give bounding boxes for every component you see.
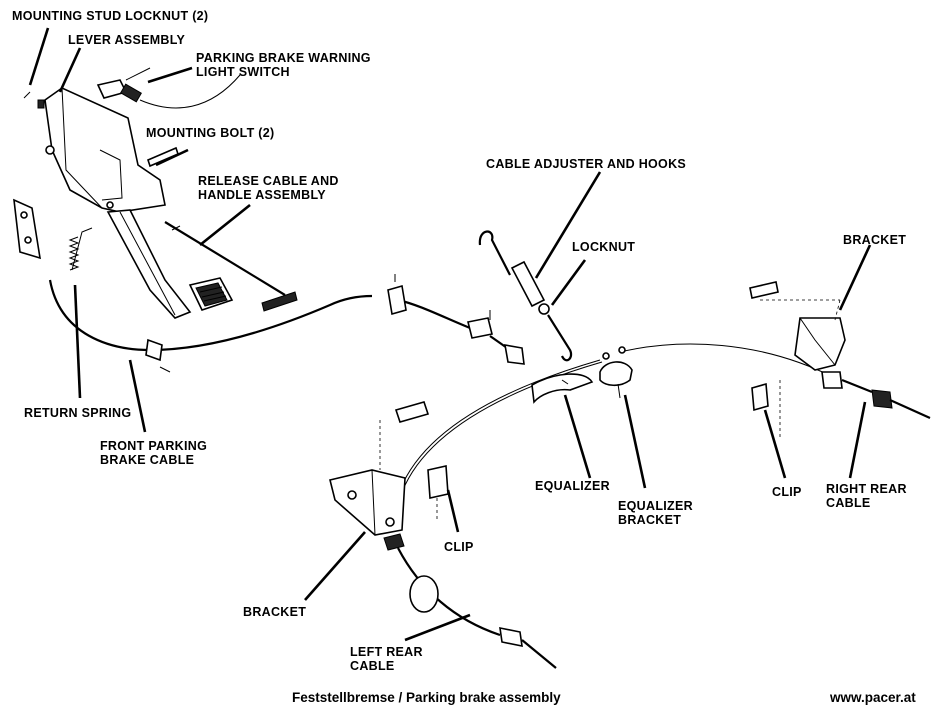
label-equalizer: EQUALIZER (535, 479, 610, 493)
label-locknut: LOCKNUT (572, 240, 636, 254)
release-cable-handle (164, 221, 298, 312)
pedal-pad (188, 277, 234, 311)
clip-left (427, 465, 449, 520)
label-front-cable-line1: FRONT PARKING (100, 439, 208, 453)
label-equalizer-bracket-line2: BRACKET (618, 513, 682, 527)
label-lever-assembly: LEVER ASSEMBLY (68, 33, 186, 47)
clip-right (751, 382, 769, 412)
label-equalizer-bracket-line1: EQUALIZER (618, 499, 693, 513)
label-clip-left: CLIP (444, 540, 474, 554)
mounting-stud-locknut (23, 91, 45, 109)
return-spring (68, 227, 93, 271)
bracket-left (329, 401, 430, 536)
warning-light-switch (96, 67, 241, 109)
front-parking-brake-cable (48, 274, 525, 373)
bracket-right (749, 281, 846, 440)
label-release-cable-line2: HANDLE ASSEMBLY (198, 188, 326, 202)
label-left-rear-line1: LEFT REAR (350, 645, 423, 659)
website-url: www.pacer.at (830, 690, 916, 705)
cable-adjuster-hooks (478, 230, 573, 362)
mount-plate (13, 198, 41, 260)
right-rear-cable-end (821, 371, 931, 420)
left-rear-cable (383, 533, 557, 669)
leader-lines (28, 27, 872, 642)
label-release-cable-line1: RELEASE CABLE AND (198, 174, 339, 188)
label-bracket-left: BRACKET (243, 605, 307, 619)
label-warning-switch-line1: PARKING BRAKE WARNING (196, 51, 371, 65)
label-cable-adjuster: CABLE ADJUSTER AND HOOKS (486, 157, 687, 171)
label-front-cable-line2: BRAKE CABLE (100, 453, 195, 467)
label-mounting-bolt: MOUNTING BOLT (2) (146, 126, 275, 140)
label-right-rear-line1: RIGHT REAR (826, 482, 907, 496)
label-clip-right: CLIP (772, 485, 802, 499)
label-return-spring: RETURN SPRING (24, 406, 132, 420)
equalizer-bracket (599, 361, 633, 399)
figure-caption: Feststellbremse / Parking brake assembly (292, 690, 561, 705)
label-right-rear-line2: CABLE (826, 496, 871, 510)
label-warning-switch-line2: LIGHT SWITCH (196, 65, 290, 79)
label-mounting-stud-locknut: MOUNTING STUD LOCKNUT (2) (12, 9, 209, 23)
label-bracket-right: BRACKET (843, 233, 907, 247)
label-left-rear-line2: CABLE (350, 659, 395, 673)
lever-assembly (44, 87, 192, 319)
equalizer (531, 373, 594, 404)
